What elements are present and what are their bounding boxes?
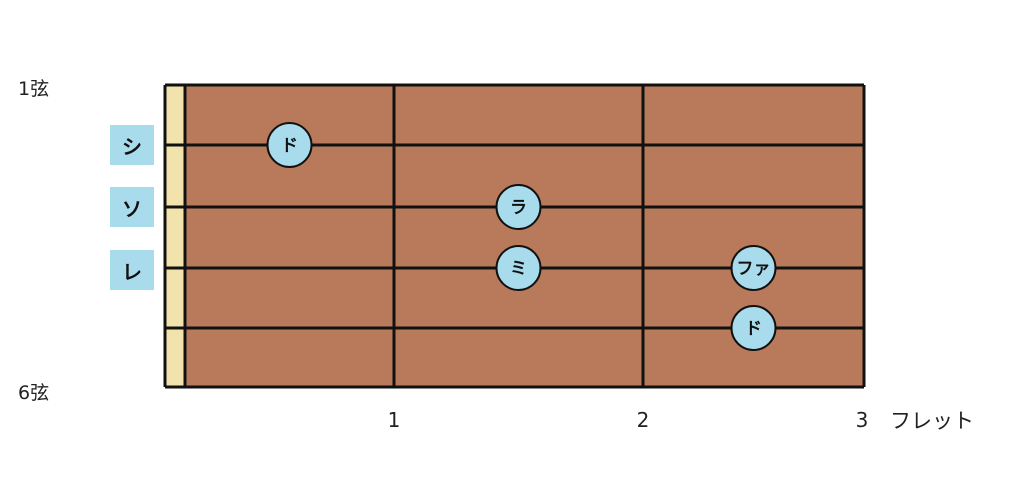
fret-number-1: 1 bbox=[387, 408, 401, 432]
note-dot bbox=[495, 184, 542, 230]
fret-number-2: 2 bbox=[636, 408, 650, 432]
fret-number-3: 3 bbox=[855, 408, 869, 432]
open-note-string-3: ソ bbox=[110, 187, 154, 227]
note-dot bbox=[495, 245, 542, 291]
sixth-string-label: 6弦 bbox=[18, 382, 50, 404]
note-label: ド bbox=[281, 136, 298, 156]
note-dot bbox=[730, 245, 777, 291]
first-string-label: 1弦 bbox=[18, 78, 50, 100]
fret-unit-label: フレット bbox=[890, 409, 974, 433]
note-label: ラ bbox=[510, 198, 527, 218]
nut bbox=[165, 85, 185, 387]
note-dot bbox=[730, 305, 777, 351]
note-label: ド bbox=[745, 319, 762, 339]
note-label: ミ bbox=[510, 259, 527, 279]
note-dot bbox=[266, 122, 313, 168]
open-note-string-4: レ bbox=[110, 250, 154, 290]
open-note-string-2: シ bbox=[110, 125, 154, 165]
note-label: ファ bbox=[737, 259, 771, 279]
